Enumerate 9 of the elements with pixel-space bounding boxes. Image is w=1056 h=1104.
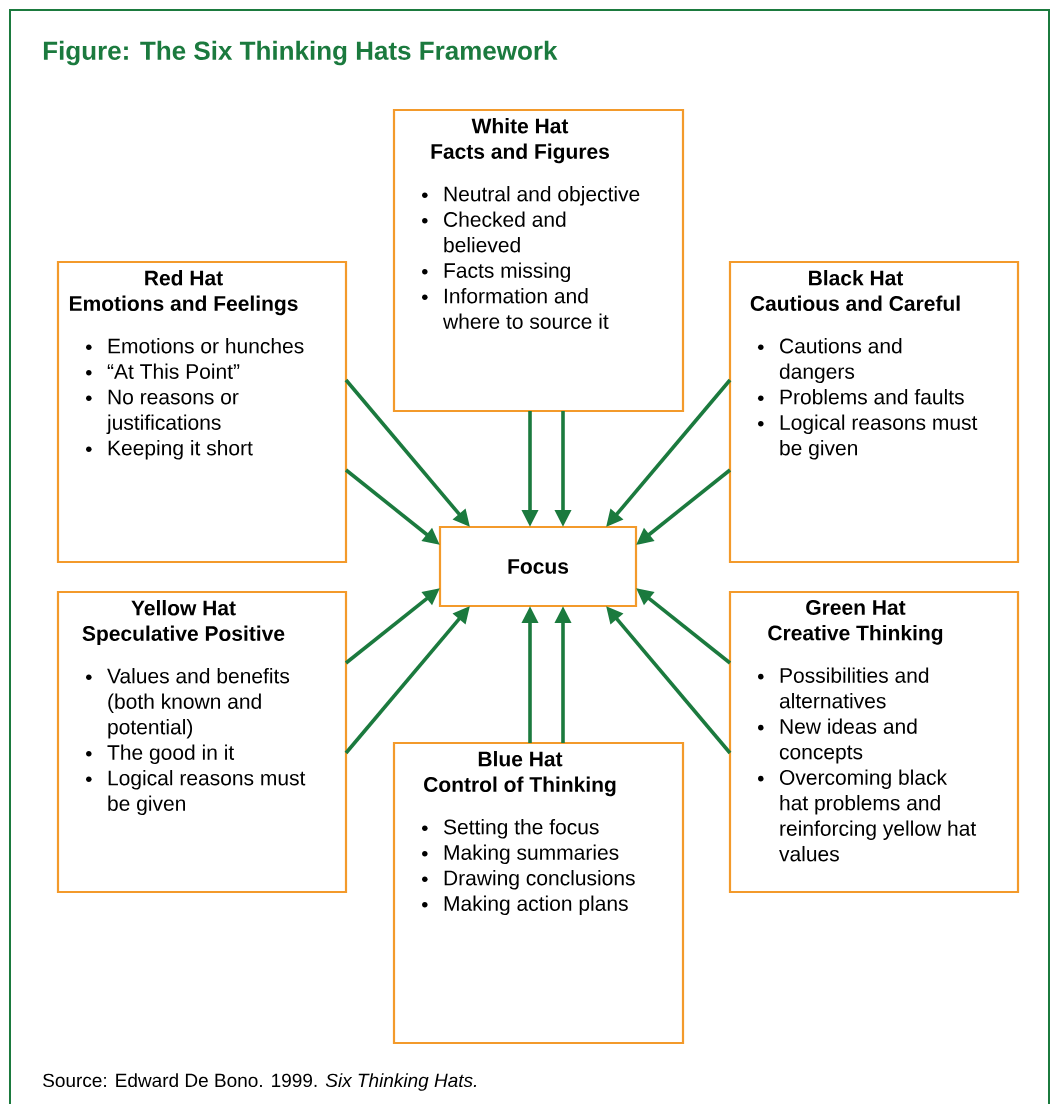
title: Figure: The Six Thinking Hats Framework [43,40,558,66]
hat-box: Blue Hat Control of Thinking Setting the focus Making summaries Drawing conclusions Making action plans [392,741,685,1045]
focus-box: Focus [438,525,638,608]
hat-box: Black Hat Cautious and Careful Cautions and dangers Problems and faults Logical reasons must be given [728,260,1020,564]
hat-box: Green Hat Creative Thinking Possibilities and alternatives New ideas and concepts Overcoming black hat problems and reinforcing yellow hat values [728,590,1020,894]
hat-box: Red Hat Emotions and Feelings Emotions or hunches “At This Point” No reasons or justifications Keeping it short [56,260,348,564]
source-caption: Source: Edward De Bono. 1999. Six Thinking Hats. [43,1073,476,1091]
hat-box: White Hat Facts and Figures Neutral and objective Checked and believed Facts missing Information and where to source it [392,108,685,413]
hat-box: Yellow Hat Speculative Positive Values and benefits (both known and potential) The good in it Logical reasons must be given [56,590,348,894]
